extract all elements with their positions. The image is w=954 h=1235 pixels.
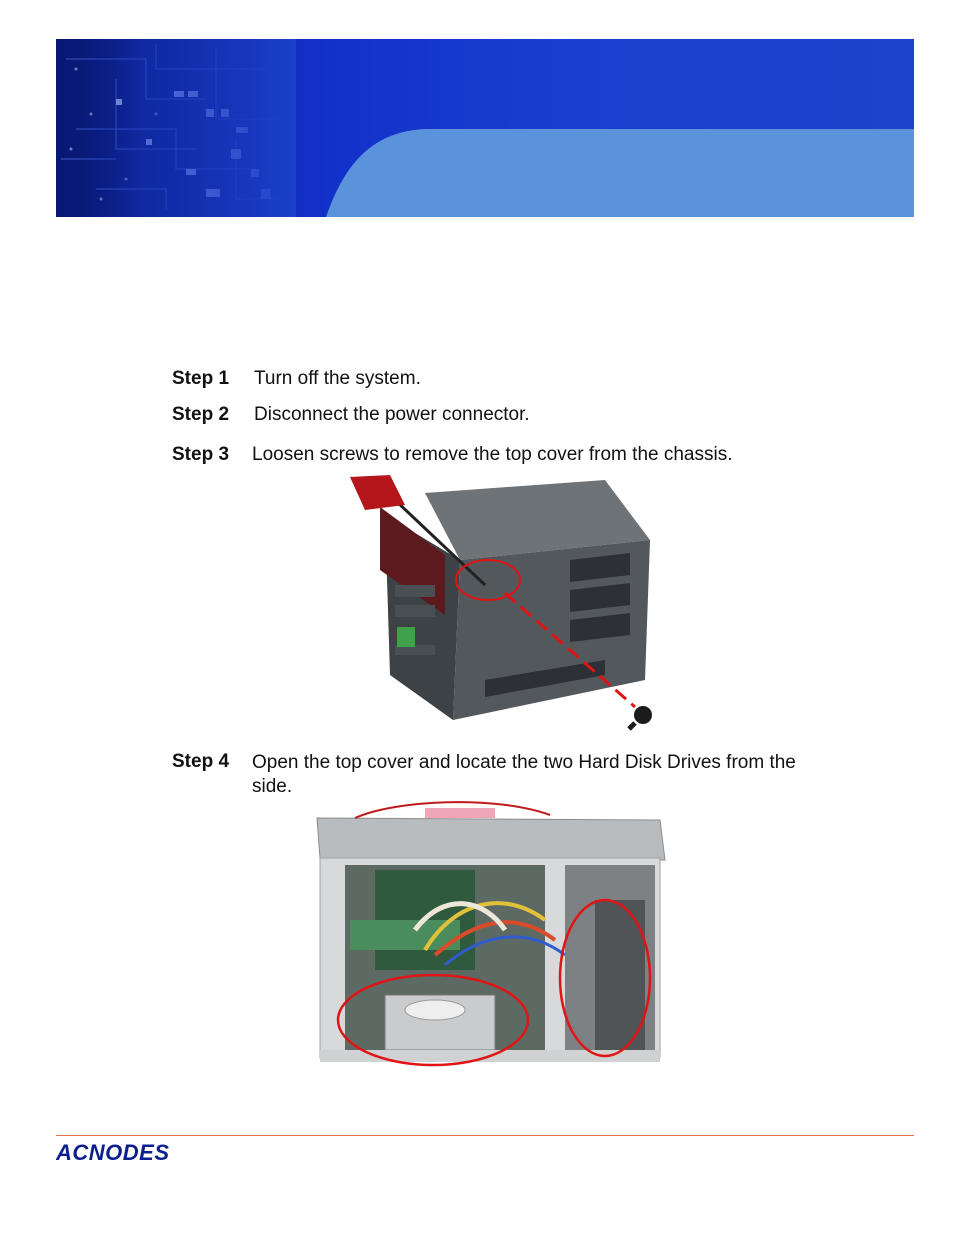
open-chassis-hdd-photo	[315, 800, 667, 1070]
step-text: Turn off the system.	[254, 368, 421, 390]
header-banner	[56, 39, 914, 217]
step-text: Open the top cover and locate the two Ha…	[252, 751, 812, 799]
step-label: Step 4	[172, 751, 229, 773]
footer-divider	[56, 1135, 914, 1136]
svg-text:ACNODES: ACNODES	[56, 1140, 170, 1164]
step-text: Disconnect the power connector.	[254, 404, 530, 426]
chassis-top-cover-photo	[345, 475, 665, 735]
step-label: Step 2	[172, 404, 229, 426]
step-label: Step 1	[172, 368, 229, 390]
acnodes-logo: ACNODES	[56, 1140, 216, 1164]
circuit-board-graphic	[56, 39, 914, 217]
step-text: Loosen screws to remove the top cover fr…	[252, 444, 733, 466]
step-label: Step 3	[172, 444, 229, 466]
